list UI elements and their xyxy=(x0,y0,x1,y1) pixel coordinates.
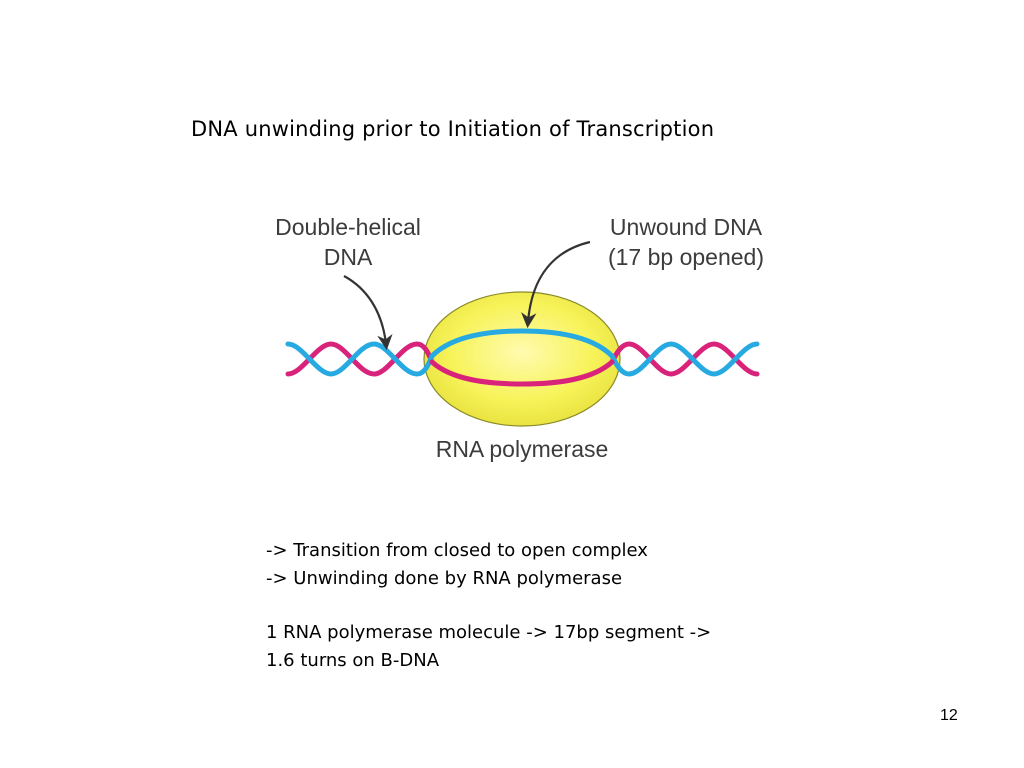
note-line-1: -> Transition from closed to open comple… xyxy=(266,540,648,561)
double-helical-label-line1: Double-helical xyxy=(275,214,421,240)
page-number: 12 xyxy=(940,707,958,724)
note-line-2: -> Unwinding done by RNA polymerase xyxy=(266,567,623,589)
note-line-4: 1.6 turns on B-DNA xyxy=(266,649,440,671)
unwound-blue-strand xyxy=(429,328,615,359)
right-helix-pink-strand xyxy=(609,341,760,377)
slide-title: DNA unwinding prior to Initiation of Tra… xyxy=(191,117,715,141)
double-helical-arrow xyxy=(343,275,393,351)
notes-block: -> Transition from closed to open comple… xyxy=(266,537,711,674)
right-helix-blue-strand xyxy=(609,341,760,377)
unwound-dna-label-line2: (17 bp opened) xyxy=(608,244,764,270)
unwound-dna-arrow xyxy=(521,240,591,329)
note-line-3: 1 RNA polymerase molecule -> 17bp segmen… xyxy=(266,622,712,643)
double-helical-label-line2: DNA xyxy=(324,244,373,270)
unwound-pink-strand xyxy=(429,359,615,387)
unwound-dna-label-line1: Unwound DNA xyxy=(610,214,763,240)
rna-polymerase-label: RNA polymerase xyxy=(436,436,609,462)
left-helix-pink-strand xyxy=(285,341,435,377)
rna-polymerase-shape xyxy=(423,291,621,427)
left-helix-blue-strand xyxy=(285,341,435,377)
